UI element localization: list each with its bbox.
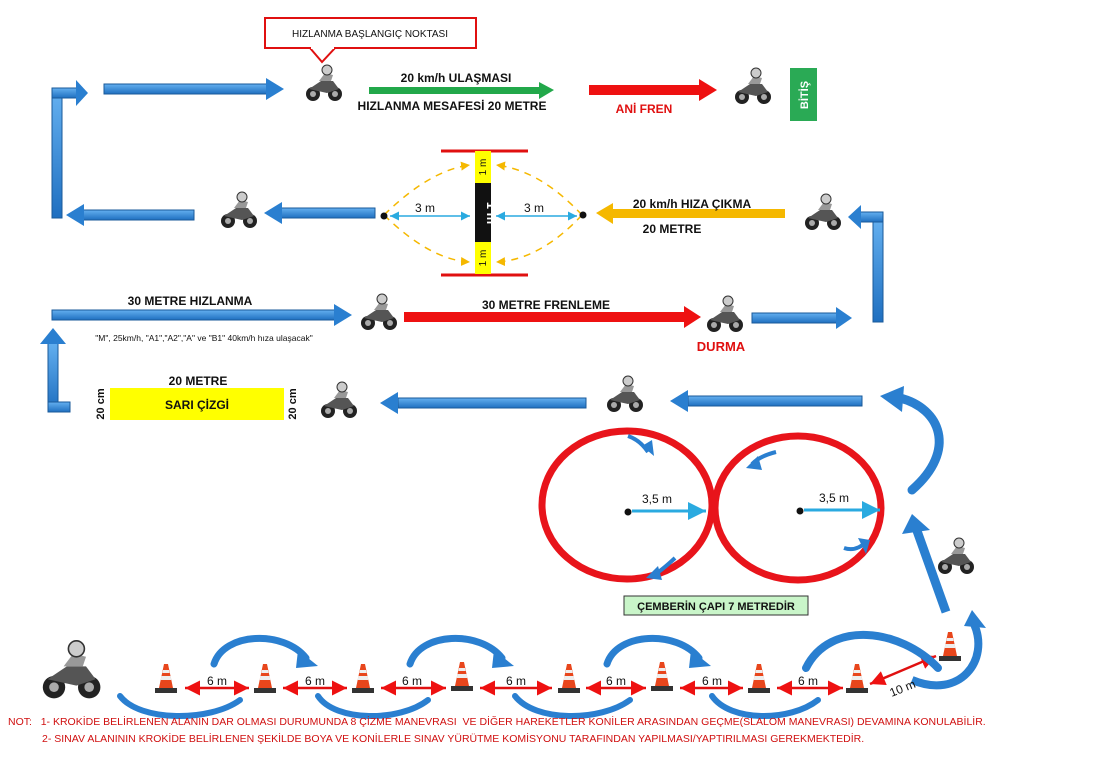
radius-left-label: 3,5 m bbox=[642, 492, 672, 506]
loop-arrow-bottom-left bbox=[40, 328, 71, 413]
three-m-right-label: 3 m bbox=[524, 201, 544, 215]
traffic-cone-icon bbox=[451, 662, 473, 691]
motorcycle-icon bbox=[220, 191, 258, 229]
traffic-cone-icon bbox=[155, 664, 177, 693]
cm-left-label: 20 cm bbox=[95, 388, 107, 419]
twenty-meters-b-label: 20 METRE bbox=[643, 222, 702, 236]
stop-label: DURMA bbox=[697, 339, 746, 354]
circle-diameter-label: ÇEMBERİN ÇAPI 7 METREDİR bbox=[637, 600, 795, 613]
green-arrow bbox=[369, 82, 554, 99]
cone-gap-label: 6 m bbox=[305, 674, 325, 688]
diag-distance-label: 10 m bbox=[888, 677, 918, 700]
cone-gap-label: 6 m bbox=[798, 674, 818, 688]
motorcycle-icon bbox=[606, 375, 644, 413]
traffic-cone-icon bbox=[748, 664, 770, 693]
red-arrow-row3 bbox=[404, 306, 701, 328]
bypass-obstacle: 1 m 1 m 1 m 3 m 3 m bbox=[380, 149, 587, 277]
loop-arrow-top-left bbox=[51, 80, 88, 219]
traffic-cone-icon bbox=[939, 632, 961, 661]
traffic-cone-icon bbox=[352, 664, 374, 693]
finish-label: BİTİŞ bbox=[798, 81, 811, 109]
post-width-label: 1 m bbox=[484, 202, 499, 224]
blue-arrow-row4-mid bbox=[380, 392, 587, 414]
orange-arrow bbox=[596, 203, 785, 224]
speed-up-label: 20 km/h HIZA ÇIKMA bbox=[633, 197, 752, 211]
traffic-cone-icon bbox=[558, 664, 580, 693]
traffic-cone-icon bbox=[846, 664, 868, 693]
cone-gap-label: 6 m bbox=[606, 674, 626, 688]
cone-gap-label: 6 m bbox=[702, 674, 722, 688]
motorcycle-icon bbox=[305, 64, 343, 102]
note-line-2: 2- SINAV ALANININ KROKİDE BELİRLENEN ŞEK… bbox=[42, 733, 865, 745]
radius-right-label: 3,5 m bbox=[819, 491, 849, 505]
footnote: NOT: 1- KROKİDE BELİRLENEN ALANIN DAR OL… bbox=[8, 714, 1088, 748]
motorcycle-icon bbox=[320, 381, 358, 419]
blue-arrow-row4-right bbox=[670, 390, 863, 412]
blue-arrow-row3-right bbox=[751, 307, 852, 329]
yellow-line-box: SARI ÇİZGİ bbox=[110, 388, 284, 420]
note-prefix: NOT: bbox=[8, 716, 32, 728]
post-bottom-label: 1 m bbox=[478, 250, 489, 267]
post-top-label: 1 m bbox=[478, 159, 489, 176]
start-callout: HIZLANMA BAŞLANGIÇ NOKTASI bbox=[264, 17, 477, 64]
motorcycle-icon bbox=[360, 293, 398, 331]
blue-arrow-row3-left bbox=[51, 304, 352, 326]
cone-gap-label: 6 m bbox=[402, 674, 422, 688]
thirty-brake-label: 30 METRE FRENLEME bbox=[482, 298, 610, 312]
speed-note-label: "M", 25km/h, "A1","A2","A" ve "B1" 40km/… bbox=[95, 333, 312, 343]
traffic-cone-icon bbox=[254, 664, 276, 693]
cone-gap-label: 6 m bbox=[207, 674, 227, 688]
motorcycle-icon bbox=[706, 295, 744, 333]
figure-eight: 3,5 m 3,5 m bbox=[538, 427, 885, 584]
motorcycle-icon bbox=[734, 67, 772, 105]
blue-arrow-row2-left bbox=[66, 204, 195, 226]
circle-diameter-box: ÇEMBERİN ÇAPI 7 METREDİR bbox=[623, 595, 809, 616]
start-callout-label: HIZLANMA BAŞLANGIÇ NOKTASI bbox=[292, 29, 448, 40]
traffic-cone-icon bbox=[651, 662, 673, 691]
three-m-left-label: 3 m bbox=[415, 201, 435, 215]
red-arrow-brake bbox=[589, 79, 717, 101]
motorcycle-icon bbox=[937, 537, 975, 575]
thirty-accel-label: 30 METRE HIZLANMA bbox=[128, 294, 253, 308]
yellow-line-label: SARI ÇİZGİ bbox=[165, 397, 229, 412]
cone-gap-label: 6 m bbox=[506, 674, 526, 688]
speed-reach-label: 20 km/h ULAŞMASI bbox=[401, 71, 512, 85]
sudden-brake-label: ANİ FREN bbox=[616, 101, 673, 116]
curve-arrow-circle-exit bbox=[880, 386, 944, 495]
motorcycle-icon bbox=[804, 193, 842, 231]
arrow-up-to-circle bbox=[902, 514, 951, 614]
accel-distance-label: HIZLANMA MESAFESİ 20 METRE bbox=[358, 98, 547, 113]
note-line-1: 1- KROKİDE BELİRLENEN ALANIN DAR OLMASI … bbox=[40, 716, 986, 728]
loop-arrow-right bbox=[848, 205, 884, 323]
blue-arrow-row2-mid bbox=[264, 202, 376, 224]
finish-box: BİTİŞ bbox=[790, 68, 817, 121]
motorcycle-icon bbox=[41, 639, 102, 700]
twenty-meters-c-label: 20 METRE bbox=[169, 374, 228, 388]
slalom-curves bbox=[117, 631, 942, 719]
blue-arrow-top bbox=[103, 78, 284, 100]
cm-right-label: 20 cm bbox=[287, 388, 299, 419]
